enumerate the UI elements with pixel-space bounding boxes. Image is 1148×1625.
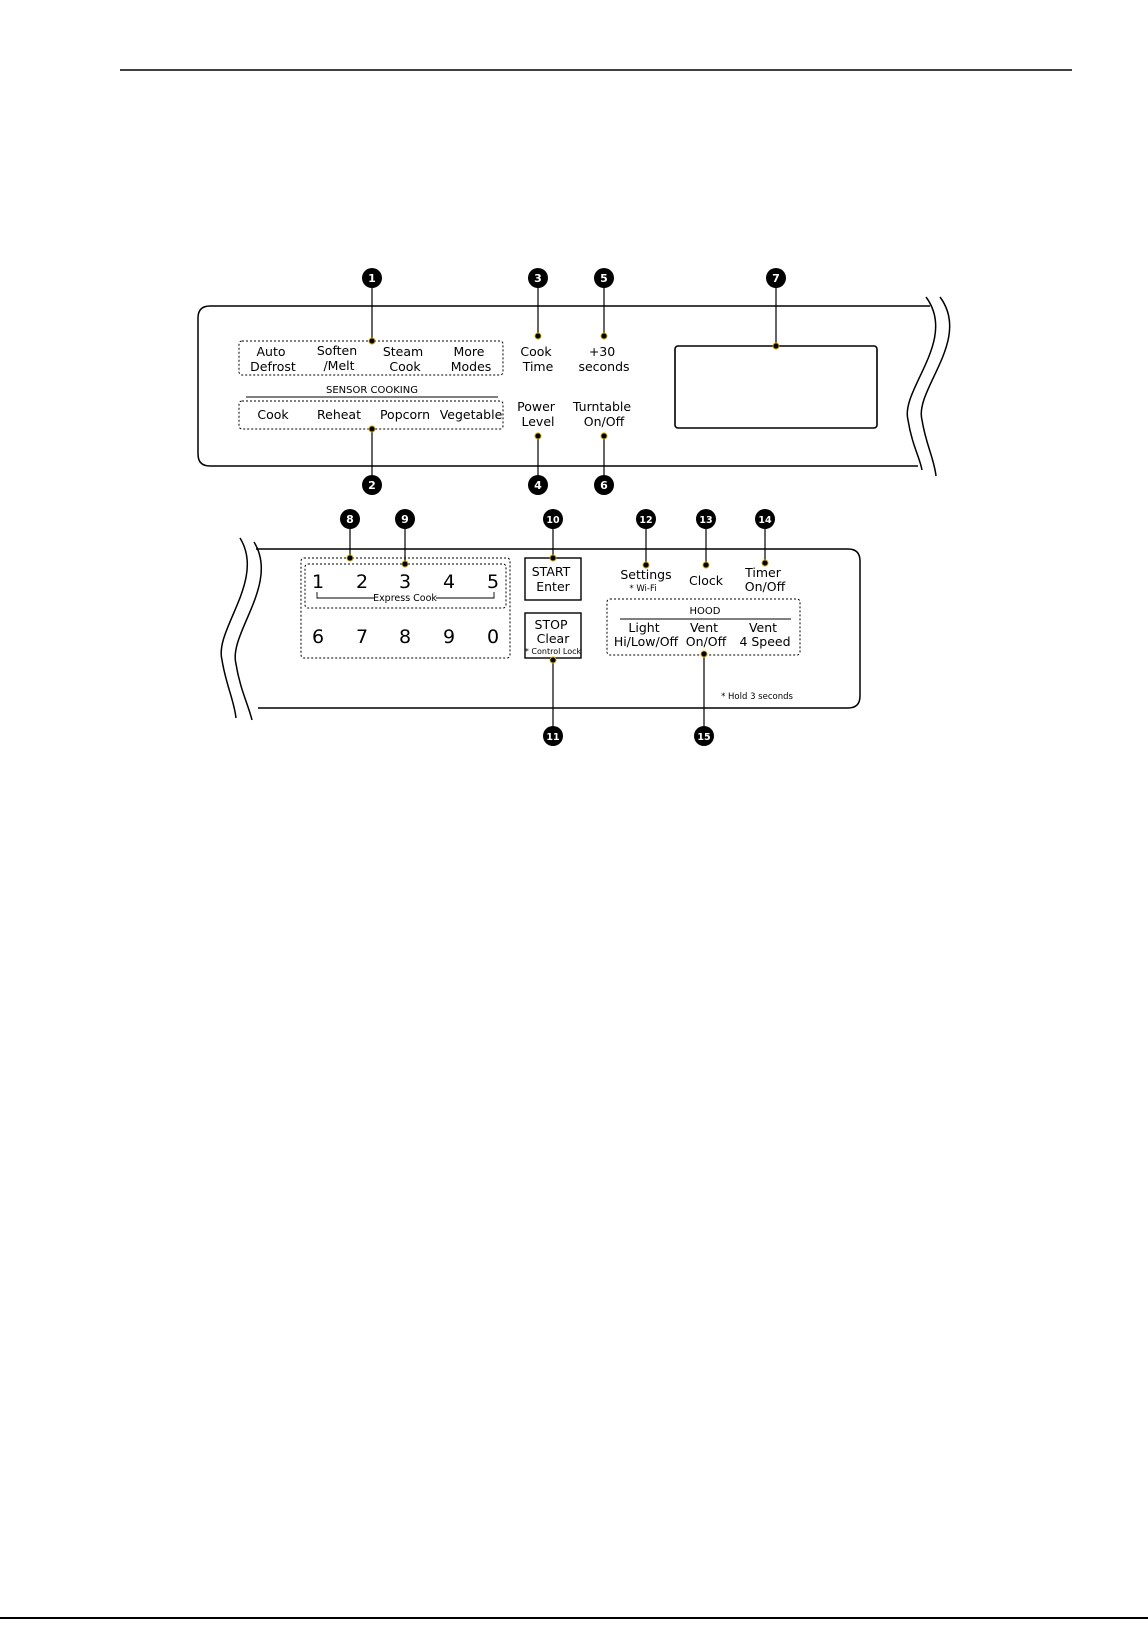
callout-badge-11: 11 [543,726,563,746]
callout-badge-7: 7 [766,268,786,288]
digit-4-button[interactable]: 4 [443,571,455,593]
wifi-note: * Wi-Fi [629,584,656,594]
callout-badge-5: 5 [594,268,614,288]
express-cook-label: Express Cook [373,593,437,604]
more-modes-button[interactable]: More Modes [451,344,492,374]
callout-dot-8 [346,554,354,562]
callout-badge-12: 12 [636,509,656,529]
clock-button[interactable]: Clock [689,573,724,588]
light-button[interactable]: Light Hi/Low/Off [614,620,679,649]
auto-defrost-button[interactable]: Auto Defrost [250,344,296,374]
svg-text:1: 1 [368,272,376,285]
sensor-popcorn-button[interactable]: Popcorn [380,407,430,422]
digit-1-button[interactable]: 1 [312,571,324,593]
callout-badge-10: 10 [543,509,563,529]
callout-dot-7 [772,342,780,350]
svg-text:10: 10 [546,515,560,526]
digit-8-button[interactable]: 8 [399,626,411,648]
digit-7-button[interactable]: 7 [356,626,368,648]
callout-dot-6 [600,432,608,440]
bottom-panel-break-line [234,541,262,721]
sensor-cook-button[interactable]: Cook [257,407,289,422]
svg-text:5: 5 [600,272,608,285]
callout-dot-3 [534,332,542,340]
callout-dot-10 [549,554,557,562]
callout-dot-12 [642,561,650,569]
top-control-panel: Auto Defrost Soften /Melt Steam Cook Mor… [197,296,951,477]
callout-dot-13 [702,561,710,569]
bottom-panel-break-line [220,537,248,719]
callout-badge-6: 6 [594,475,614,495]
svg-text:8: 8 [346,513,354,526]
callout-dot-15 [700,650,708,658]
hood-heading: HOOD [690,606,721,617]
callout-badge-15: 15 [694,726,714,746]
svg-text:13: 13 [699,515,712,526]
vent-speed-button[interactable]: Vent 4 Speed [739,620,790,649]
express-cook-bracket [316,592,374,599]
sensor-reheat-button[interactable]: Reheat [317,407,361,422]
svg-text:6: 6 [600,479,608,492]
svg-text:4: 4 [534,479,542,492]
timer-button[interactable]: Timer On/Off [744,565,785,594]
bottom-control-panel: 1 2 3 4 5 Express Cook 6 7 8 9 0 START E… [220,537,861,721]
display-window [674,345,878,429]
turntable-button[interactable]: Turntable On/Off [572,399,635,429]
start-enter-button[interactable]: START Enter [532,564,575,594]
svg-text:11: 11 [546,732,559,743]
svg-text:12: 12 [639,515,652,526]
stop-clear-button[interactable]: STOP Clear [535,617,572,646]
callout-badge-14: 14 [755,509,775,529]
callout-badge-13: 13 [696,509,716,529]
digit-2-button[interactable]: 2 [356,571,368,593]
callout-badge-2: 2 [362,475,382,495]
sensor-cooking-group [238,400,504,430]
callout-dot-9 [401,560,409,568]
digit-0-button[interactable]: 0 [487,626,499,648]
callout-badge-3: 3 [528,268,548,288]
callout-badge-1: 1 [362,268,382,288]
hold-3-seconds-note: * Hold 3 seconds [721,692,793,702]
callout-badges: 1 2 3 4 5 6 7 8 9 10 11 12 13 14 15 [340,268,786,746]
svg-text:15: 15 [697,732,710,743]
svg-text:14: 14 [758,515,772,526]
callout-dot-2 [368,425,376,433]
bottom-panel-outline [256,548,861,709]
callout-badge-9: 9 [395,509,415,529]
power-level-button[interactable]: Power Level [517,399,559,429]
callout-dot-1 [368,337,376,345]
callout-dot-14 [761,559,769,567]
steam-cook-button[interactable]: Steam Cook [383,344,427,374]
callout-dot-4 [534,432,542,440]
plus-30-seconds-button[interactable]: +30 seconds [578,344,629,374]
svg-text:2: 2 [368,479,376,492]
callout-dot-11 [549,656,557,664]
cook-time-button[interactable]: Cook Time [520,344,555,374]
svg-text:9: 9 [401,513,409,526]
digit-5-button[interactable]: 5 [487,571,499,593]
digit-9-button[interactable]: 9 [443,626,455,648]
callout-badge-4: 4 [528,475,548,495]
callout-dot-5 [600,332,608,340]
top-panel-outline [197,305,930,467]
settings-button[interactable]: Settings [620,567,671,582]
svg-text:3: 3 [534,272,542,285]
top-panel-break-line [920,296,951,477]
callout-badge-8: 8 [340,509,360,529]
digit-3-button[interactable]: 3 [399,571,411,593]
soften-melt-button[interactable]: Soften /Melt [317,343,361,373]
sensor-vegetable-button[interactable]: Vegetable [440,407,503,422]
vent-on-off-button[interactable]: Vent On/Off [686,620,727,649]
sensor-cooking-heading: SENSOR COOKING [326,385,418,396]
svg-text:7: 7 [772,272,780,285]
control-lock-note: * Control Lock [525,647,582,656]
hood-controls-group [606,598,801,656]
top-panel-break-line [906,296,937,471]
digit-6-button[interactable]: 6 [312,626,324,648]
express-cook-bracket [436,592,495,599]
